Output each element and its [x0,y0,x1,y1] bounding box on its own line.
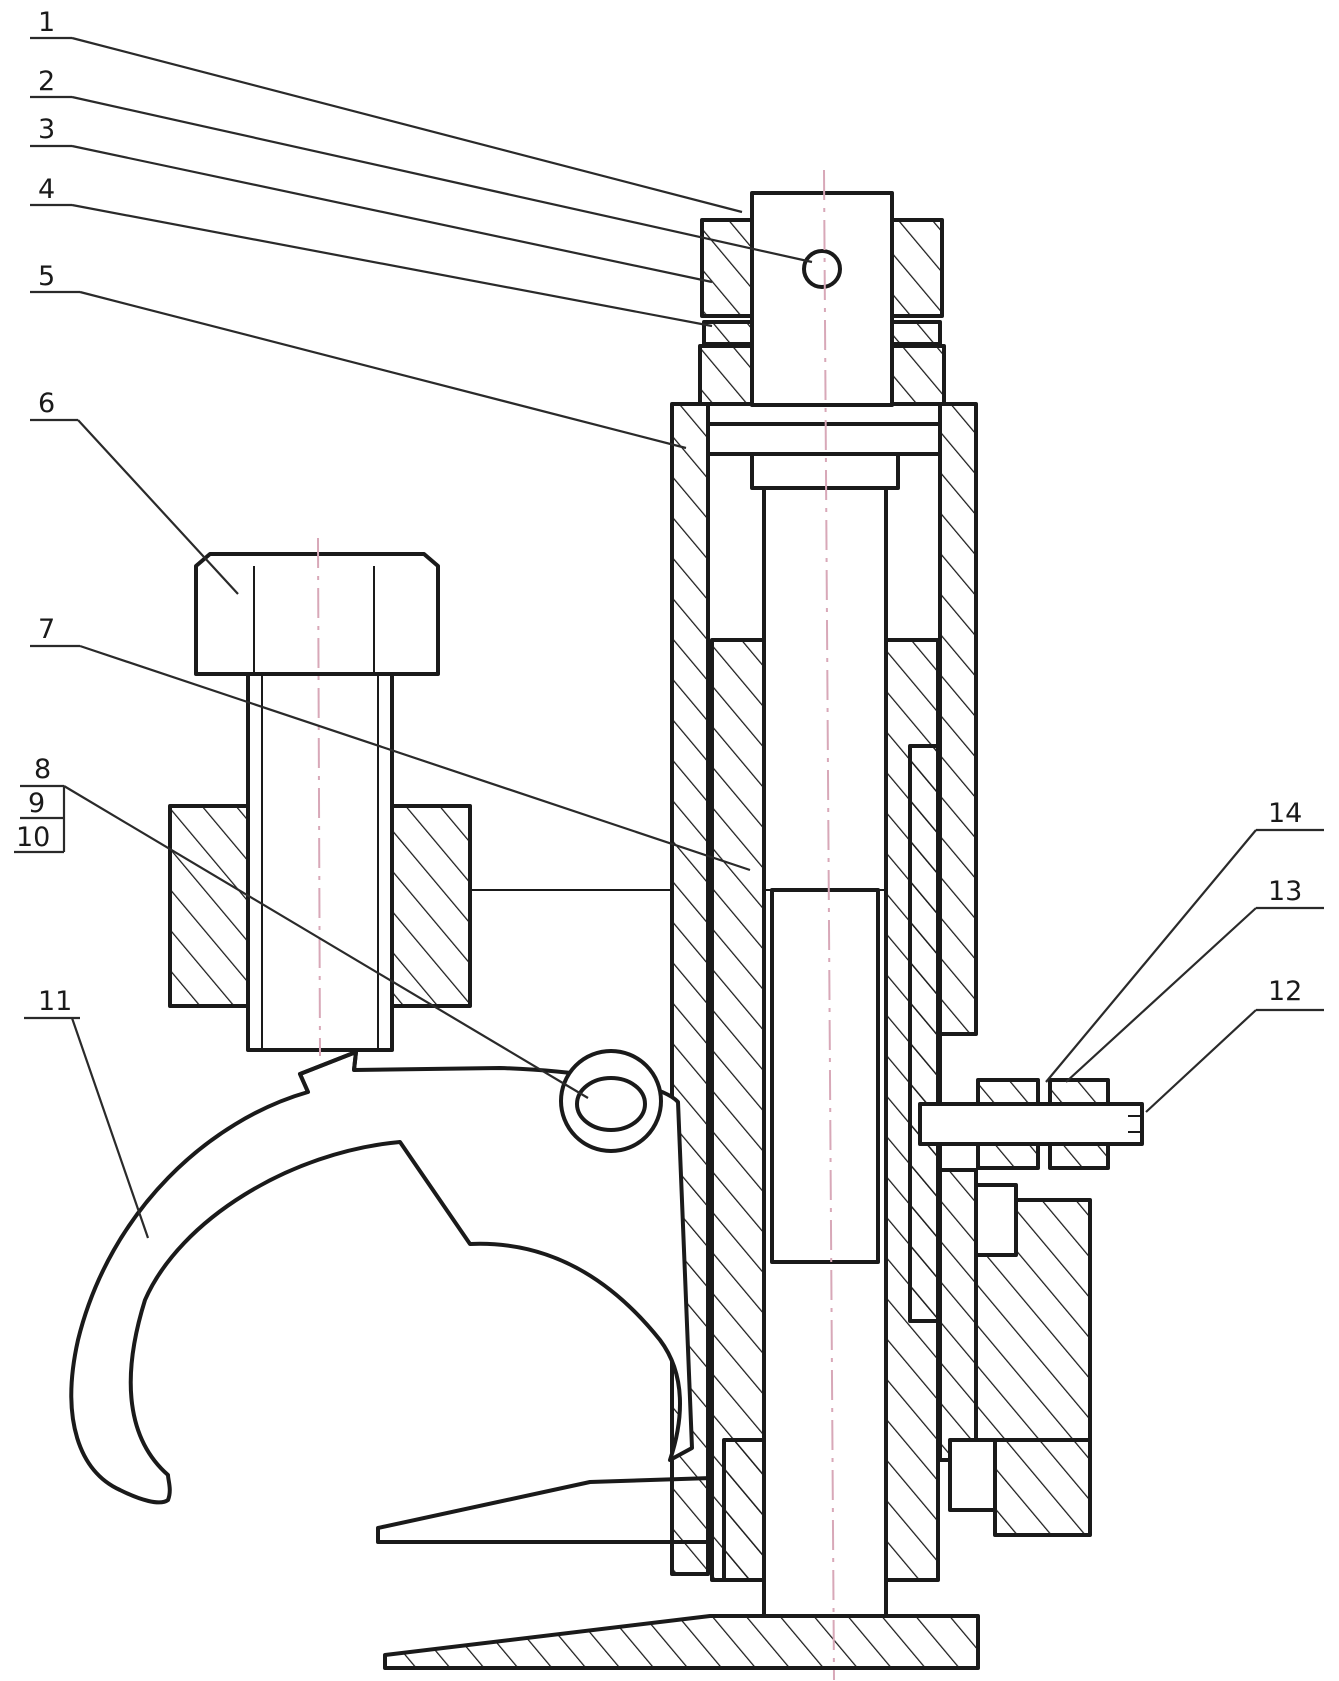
callout-14: 14 [1045,798,1324,1083]
callout-7: 7 [30,614,751,872]
svg-text:7: 7 [38,614,55,645]
svg-text:13: 13 [1268,876,1302,907]
callout-11: 11 [24,986,150,1239]
callout-13: 13 [1065,876,1324,1083]
callout-4: 4 [30,174,713,328]
svg-text:8: 8 [34,754,51,785]
collar [698,344,946,406]
shaft-centerline [823,169,835,1681]
svg-text:4: 4 [38,174,55,205]
central-shaft [762,486,888,1618]
callout-2: 2 [30,66,813,264]
upper-wedge [376,1476,714,1544]
svg-text:12: 12 [1268,976,1302,1007]
callout-8: 8 [20,754,589,1099]
bolt-block [168,804,472,1008]
svg-text:9: 9 [28,788,45,819]
svg-text:2: 2 [38,66,55,97]
callout-5: 5 [30,261,687,450]
callout-1: 1 [30,7,743,214]
right-guide-plate [908,744,942,1323]
hook-lever [69,1050,694,1505]
svg-text:3: 3 [38,114,55,145]
sleeve-lower-left [722,1438,766,1582]
seal-ring [702,320,942,346]
bolt-centerline [317,537,321,1057]
top-nut [700,218,944,318]
ring-pin [559,1049,663,1153]
svg-text:14: 14 [1268,798,1302,829]
top-stem [750,191,894,407]
callout-10: 10 [14,786,66,854]
housing-top-bar [706,422,942,456]
callout-12: 12 [1145,976,1324,1113]
svg-text:11: 11 [38,986,72,1017]
svg-text:10: 10 [16,822,50,853]
base-foot [383,1614,980,1670]
right-block [948,1183,1092,1537]
callout-9: 9 [20,788,64,820]
svg-text:1: 1 [38,7,55,38]
pin-hole-icon [802,249,842,289]
callout-6: 6 [30,388,239,595]
side-screw [918,1078,1144,1170]
callout-3: 3 [30,114,713,284]
svg-text:6: 6 [38,388,55,419]
svg-text:5: 5 [38,261,55,292]
